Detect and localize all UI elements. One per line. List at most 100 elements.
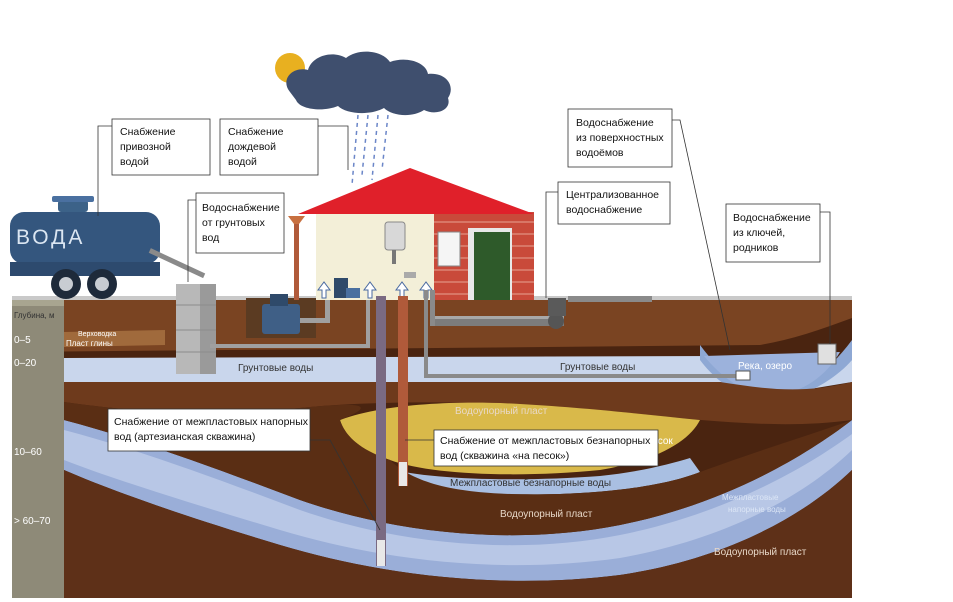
callout-box <box>111 118 211 176</box>
callout-text: Снабжение от межпластовых безнапорных во… <box>440 435 653 462</box>
leader-line <box>187 199 196 282</box>
funnel <box>288 216 305 224</box>
pressure-aquifer-inner <box>64 430 852 566</box>
layer-labels: Верховодка Пласт глины Грунтовые воды Гр… <box>66 331 807 558</box>
callout-line: водой <box>228 156 257 168</box>
callout-line: водоснабжение <box>566 204 642 216</box>
callout-text: Снабжение от межпластовых напорных вод (… <box>114 416 311 443</box>
river-label: Река, озеро <box>738 361 793 372</box>
callout-line: водоёмов <box>576 147 624 159</box>
boiler-pipe <box>392 250 396 264</box>
callout-surface: Водоснабжение из поверхностных водоёмов <box>567 108 673 168</box>
clay-layer <box>64 330 165 347</box>
ground-water-label: Грунтовые воды <box>560 362 635 373</box>
callout-delivered: Снабжение привозной водой <box>111 118 211 176</box>
river-intake-filter <box>735 370 751 381</box>
rain-collector <box>288 216 305 300</box>
callout-box <box>433 429 659 467</box>
house-wall <box>316 212 434 300</box>
callout-line: привозной <box>120 141 171 153</box>
river-intake-pipe <box>424 374 744 378</box>
truck-hatch-top <box>52 196 94 202</box>
house-inlet-pipe <box>430 290 435 326</box>
interstratal-free-label: Межпластовые безнапорные воды <box>450 477 611 489</box>
callout-box <box>557 181 671 225</box>
filter <box>346 288 360 298</box>
depth-tick: 0–20 <box>14 358 37 369</box>
callout-line: Водоснабжение <box>202 202 280 214</box>
pipe-to-house <box>300 318 330 323</box>
callout-springs: Водоснабжение из ключей, родников <box>725 203 821 263</box>
window <box>437 231 461 267</box>
callout-line: вод (артезианская скважина) <box>114 431 255 443</box>
callout-box <box>567 108 673 168</box>
downpipe <box>294 220 299 300</box>
callout-text: Снабжение дождевой водой <box>228 126 286 168</box>
rain-drops <box>351 114 389 186</box>
callout-line: родников <box>733 242 779 254</box>
callout-ground: Водоснабжение от грунтовых вод <box>195 192 285 254</box>
depth-column-top <box>12 296 64 306</box>
callout-line: Снабжение <box>120 126 176 138</box>
callout-line: Централизованное <box>566 189 659 201</box>
spring-box <box>817 343 837 365</box>
artesian-casing <box>376 296 386 566</box>
roof <box>298 168 534 214</box>
impermeable-label: Водоупорный пласт <box>500 509 593 520</box>
pipe-up <box>366 290 370 348</box>
house <box>298 168 534 300</box>
pressure-water-label-2: напорные воды <box>728 505 786 514</box>
clay-label: Пласт глины <box>66 339 113 348</box>
callout-central: Централизованное водоснабжение <box>557 181 671 225</box>
callout-text: Водоснабжение из ключей, родников <box>733 212 814 254</box>
depth-tick: 10–60 <box>14 447 42 458</box>
callout-line: водой <box>120 156 149 168</box>
callout-leaders <box>97 119 831 531</box>
callout-line: вод <box>202 232 219 244</box>
truck-tank <box>10 212 160 264</box>
depth-column <box>12 304 64 598</box>
pipe-vertical <box>325 290 330 323</box>
depth-tick: > 60–70 <box>14 516 51 527</box>
pressure-water-label-line: Межпластовые <box>722 493 779 502</box>
door <box>474 232 510 300</box>
leader-line <box>310 439 381 531</box>
interstratal-free-water <box>380 458 700 495</box>
depth-title: Глубина, м <box>14 311 55 320</box>
surface-pipe <box>568 296 652 302</box>
callout-line: из ключей, <box>733 227 785 239</box>
callout-box <box>107 408 311 452</box>
ground-water-well <box>210 290 370 348</box>
arrow-up-icon <box>317 281 331 299</box>
tap <box>404 272 416 278</box>
main-valve <box>548 313 564 329</box>
sand-well-filter <box>399 462 407 486</box>
river-intake-riser <box>424 290 428 378</box>
callout-line: из поверхностных <box>576 132 664 144</box>
truck-chassis <box>10 262 160 276</box>
impermeable-top <box>64 382 852 425</box>
impermeable-bottom <box>64 470 852 598</box>
pressure-water-label: Межпластовые <box>722 493 779 502</box>
pump-tank <box>262 304 300 334</box>
ground-water-label: Грунтовые воды <box>238 363 313 374</box>
callout-text: Водоснабжение от грунтовых вод <box>202 202 283 244</box>
pump-head <box>270 294 288 306</box>
main-pipe <box>434 316 564 326</box>
callout-line: Снабжение от межпластовых напорных <box>114 416 309 428</box>
impermeable-label: Водоупорный пласт <box>455 406 548 417</box>
water-truck: ВОДА <box>10 196 206 299</box>
callout-text: Централизованное водоснабжение <box>566 189 662 216</box>
main-pipe-highlight <box>434 316 564 319</box>
callout-text: Снабжение привозной водой <box>120 126 178 168</box>
leader-line <box>820 211 831 344</box>
sand-label: Песок <box>645 436 673 447</box>
pressure-water-label-line: напорные воды <box>728 505 786 514</box>
sand-well-casing <box>398 296 408 486</box>
callout-rain: Снабжение дождевой водой <box>219 118 319 176</box>
callout-text: Водоснабжение из поверхностных водоёмов <box>576 117 667 159</box>
truck-wheel-hub <box>59 277 73 291</box>
callout-line: дождевой <box>228 141 276 153</box>
ring-well-shadow <box>200 284 216 374</box>
